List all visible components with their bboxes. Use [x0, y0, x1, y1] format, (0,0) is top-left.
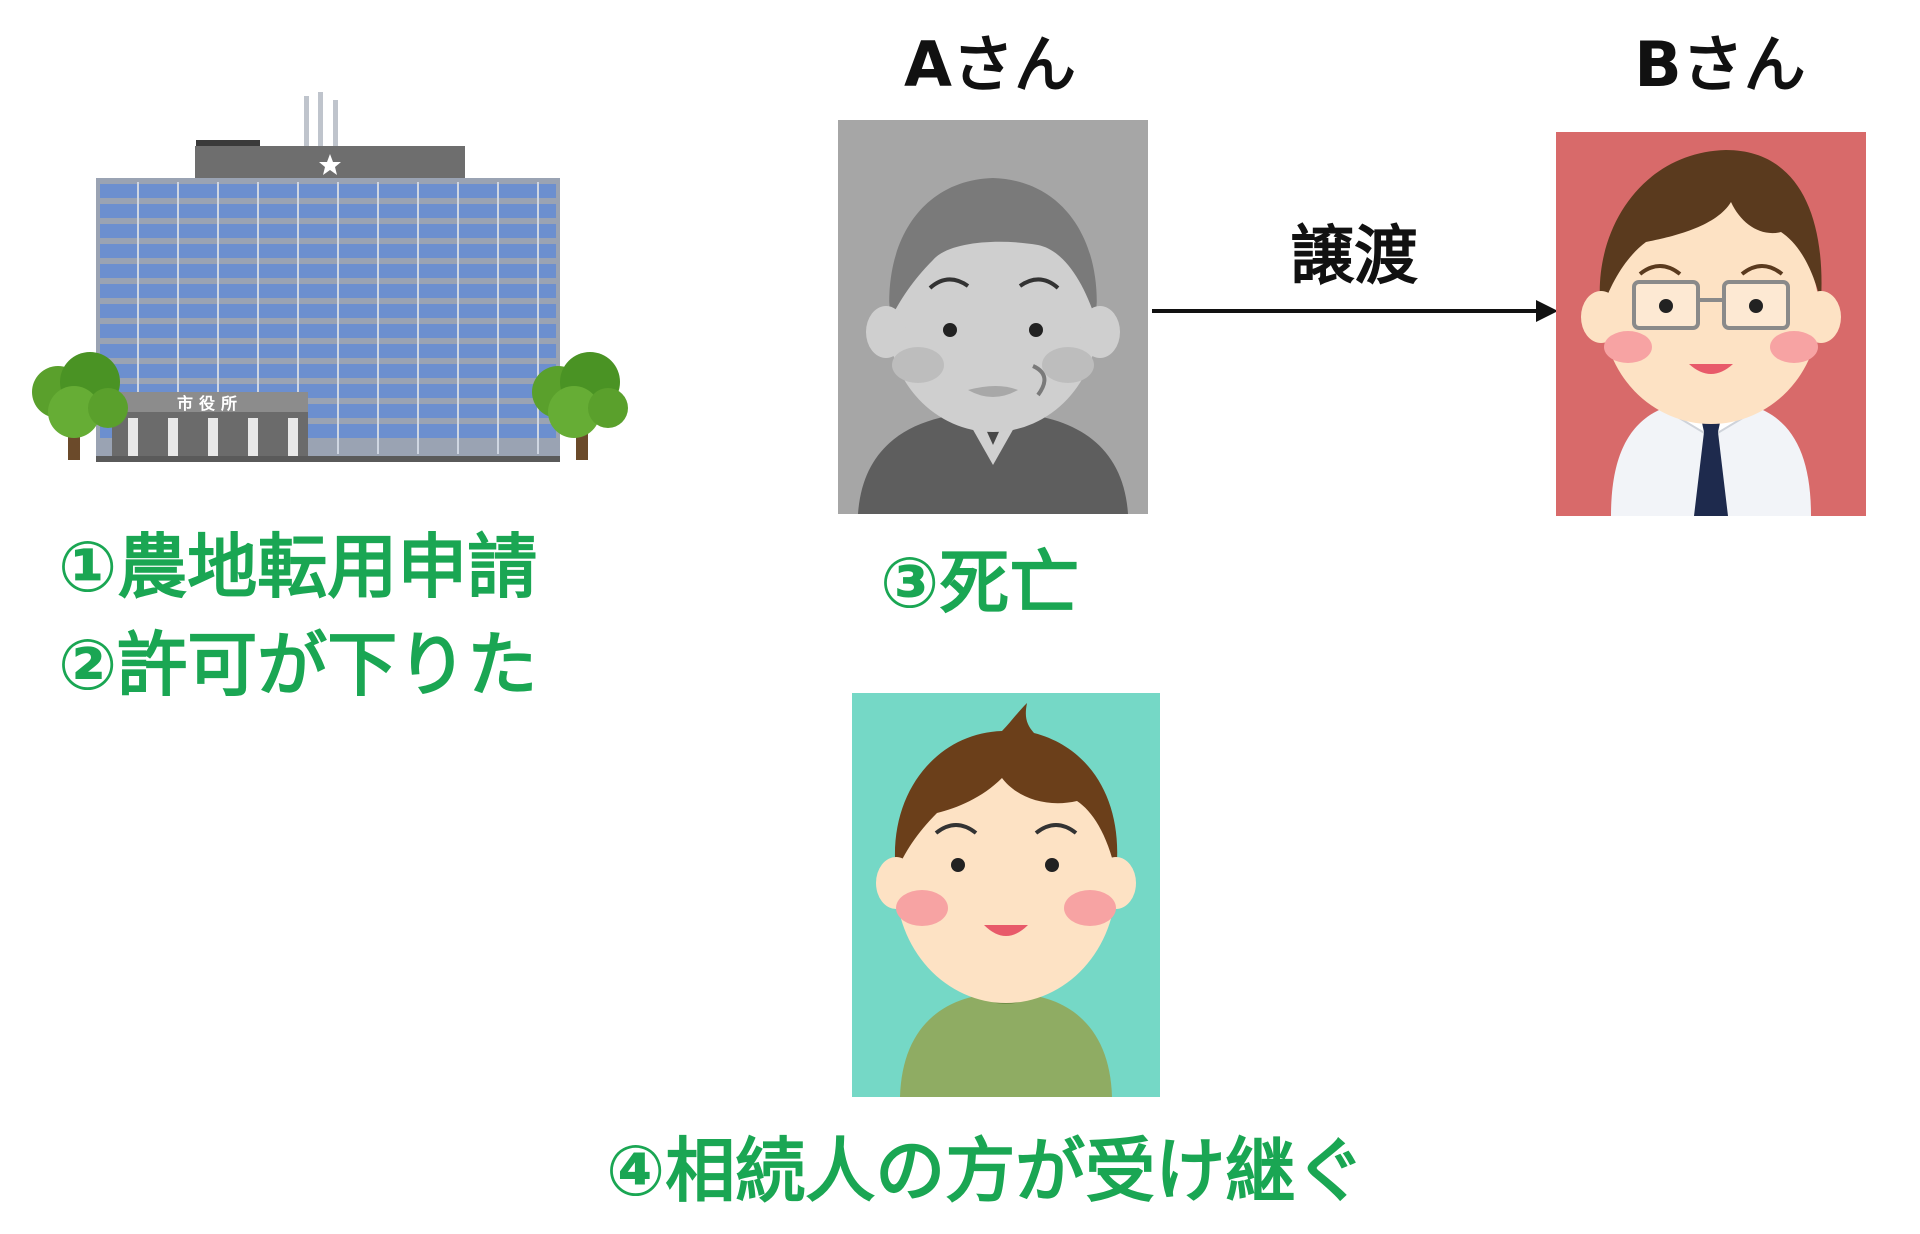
arrow-right-icon: [1152, 298, 1558, 324]
step-3-label: ③死亡: [880, 542, 1080, 624]
deceased-man-icon: [838, 120, 1148, 514]
transfer-label: 譲渡: [1290, 220, 1418, 294]
step-4-label: ④相続人の方が受け継ぐ: [606, 1130, 1366, 1212]
heir-man-icon: [852, 693, 1160, 1097]
city-hall-sign: 市役所: [176, 394, 243, 413]
step-1-label: ①農地転用申請: [58, 526, 538, 608]
step-2-label: ②許可が下りた: [58, 624, 538, 706]
businessman-icon: [1556, 132, 1866, 516]
person-b-name: Bさん: [1634, 28, 1806, 101]
person-a-name: Aさん: [904, 28, 1076, 101]
city-hall-icon: [28, 92, 628, 464]
